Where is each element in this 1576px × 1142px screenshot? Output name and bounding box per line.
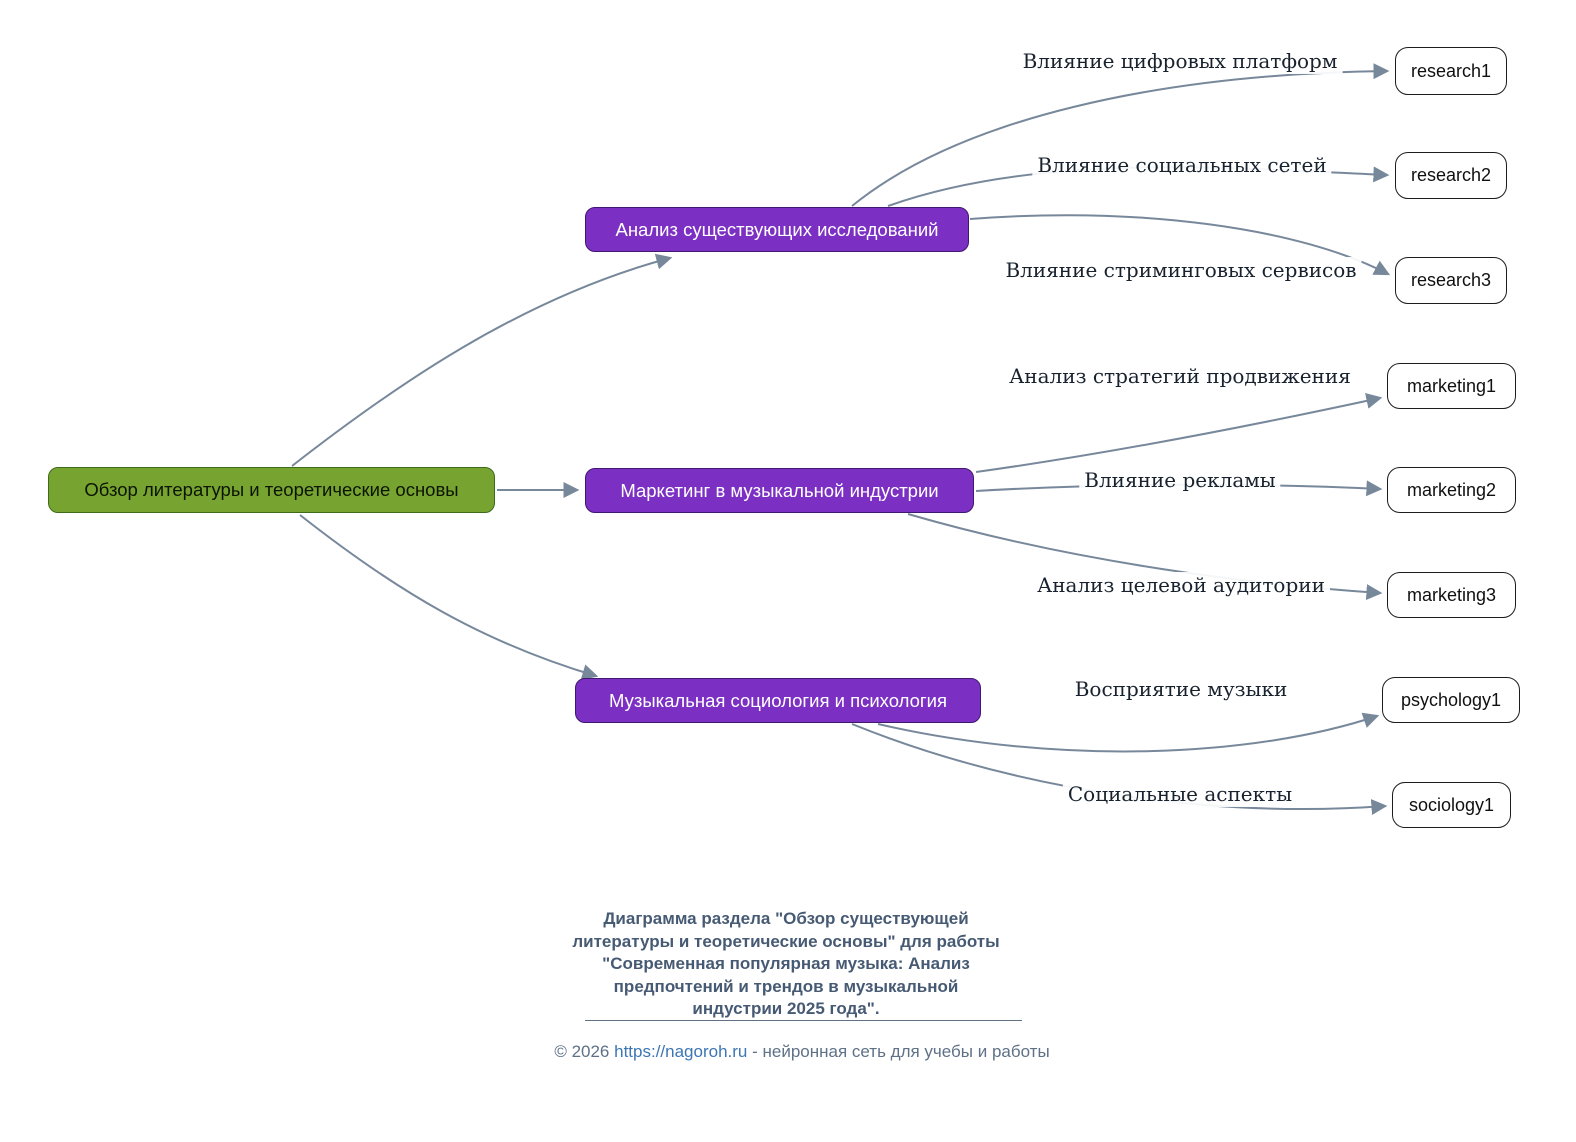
edge-label-sociology1: Социальные аспекты <box>1062 781 1298 807</box>
node-branch-analysis: Анализ существующих исследований <box>585 207 969 252</box>
node-leaf-marketing1: marketing1 <box>1387 363 1516 409</box>
footer-link[interactable]: https://nagoroh.ru <box>614 1042 748 1061</box>
edge-label-psychology1: Восприятие музыки <box>1069 676 1293 702</box>
node-branch-marketing: Маркетинг в музыкальной индустрии <box>585 468 974 513</box>
edge-label-marketing1: Анализ стратегий продвижения <box>1004 363 1356 389</box>
diagram-caption: Диаграмма раздела "Обзор существующей ли… <box>572 909 1000 1018</box>
node-leaf-sociology1: sociology1 <box>1392 782 1511 828</box>
node-leaf-research1: research1 <box>1395 47 1507 95</box>
node-branch-sociology: Музыкальная социология и психология <box>575 678 981 723</box>
edge-root-to-sociology <box>299 514 599 680</box>
node-leaf-marketing3: marketing3 <box>1387 572 1516 618</box>
edge-sociology-to-psychology1 <box>877 712 1380 753</box>
edge-label-research3: Влияние стриминговых сервисов <box>1000 257 1362 283</box>
node-leaf-research3: research3 <box>1395 257 1507 304</box>
node-leaf-psychology1: psychology1 <box>1382 677 1520 723</box>
caption-divider <box>585 1020 1022 1021</box>
edge-analysis-to-research3 <box>969 214 1391 276</box>
edge-label-research2: Влияние социальных сетей <box>1032 152 1332 178</box>
edge-label-marketing2: Влияние рекламы <box>1079 467 1281 493</box>
edge-analysis-to-research1 <box>851 63 1390 207</box>
node-leaf-research2: research2 <box>1395 152 1507 199</box>
edge-root-to-analysis <box>291 253 673 467</box>
node-root: Обзор литературы и теоретические основы <box>48 467 495 513</box>
node-leaf-marketing2: marketing2 <box>1387 467 1516 513</box>
footer: © 2026 https://nagoroh.ru - нейронная се… <box>554 1042 1049 1062</box>
edge-label-marketing3: Анализ целевой аудитории <box>1032 572 1330 598</box>
edge-marketing-to-marketing1 <box>975 393 1383 473</box>
footer-copyright: © 2026 <box>554 1042 615 1061</box>
footer-tagline: - нейронная сеть для учебы и работы <box>747 1042 1050 1061</box>
edge-label-research1: Влияние цифровых платформ <box>1017 48 1343 74</box>
